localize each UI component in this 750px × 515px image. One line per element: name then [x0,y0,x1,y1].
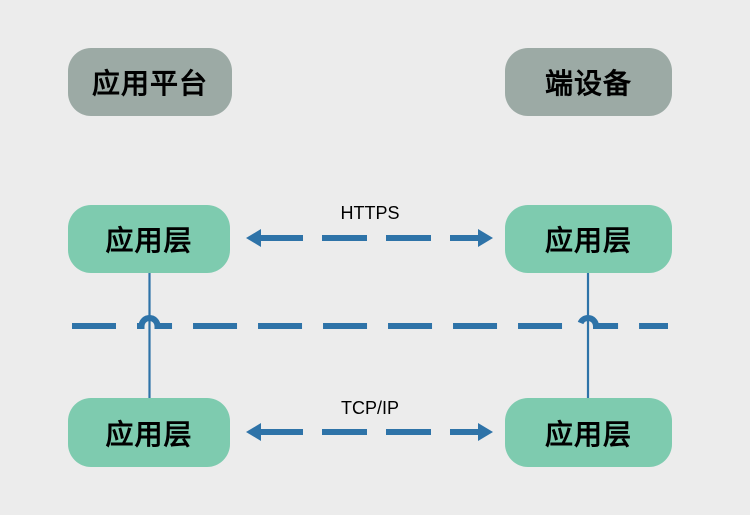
arrowhead-right-icon [478,423,493,441]
app-layer-node-device-top: 应用层 [505,205,672,273]
platform-node-label: 应用平台 [91,68,208,99]
arrowhead-left-icon [246,229,261,247]
app-layer-node-platform-top: 应用层 [68,205,230,273]
tcpip-link-label: TCP/IP [340,398,399,418]
app-layer-label: 应用层 [105,418,193,450]
app-layer-label: 应用层 [105,225,193,256]
app-layer-node-platform-bottom: 应用层 [68,398,230,467]
app-layer-label: 应用层 [544,418,632,450]
device-node: 端设备 [505,48,672,116]
tcpip-arrow [246,423,493,441]
network-boundary-dashed-line [72,315,668,329]
arrowhead-right-icon [478,229,493,247]
https-link-label: HTTPS [340,203,400,223]
app-layer-node-device-bottom: 应用层 [505,398,672,467]
device-node-label: 端设备 [544,68,632,99]
app-layer-label: 应用层 [544,225,632,256]
arrowhead-left-icon [246,423,261,441]
https-arrow [246,229,493,247]
platform-node: 应用平台 [68,48,232,116]
